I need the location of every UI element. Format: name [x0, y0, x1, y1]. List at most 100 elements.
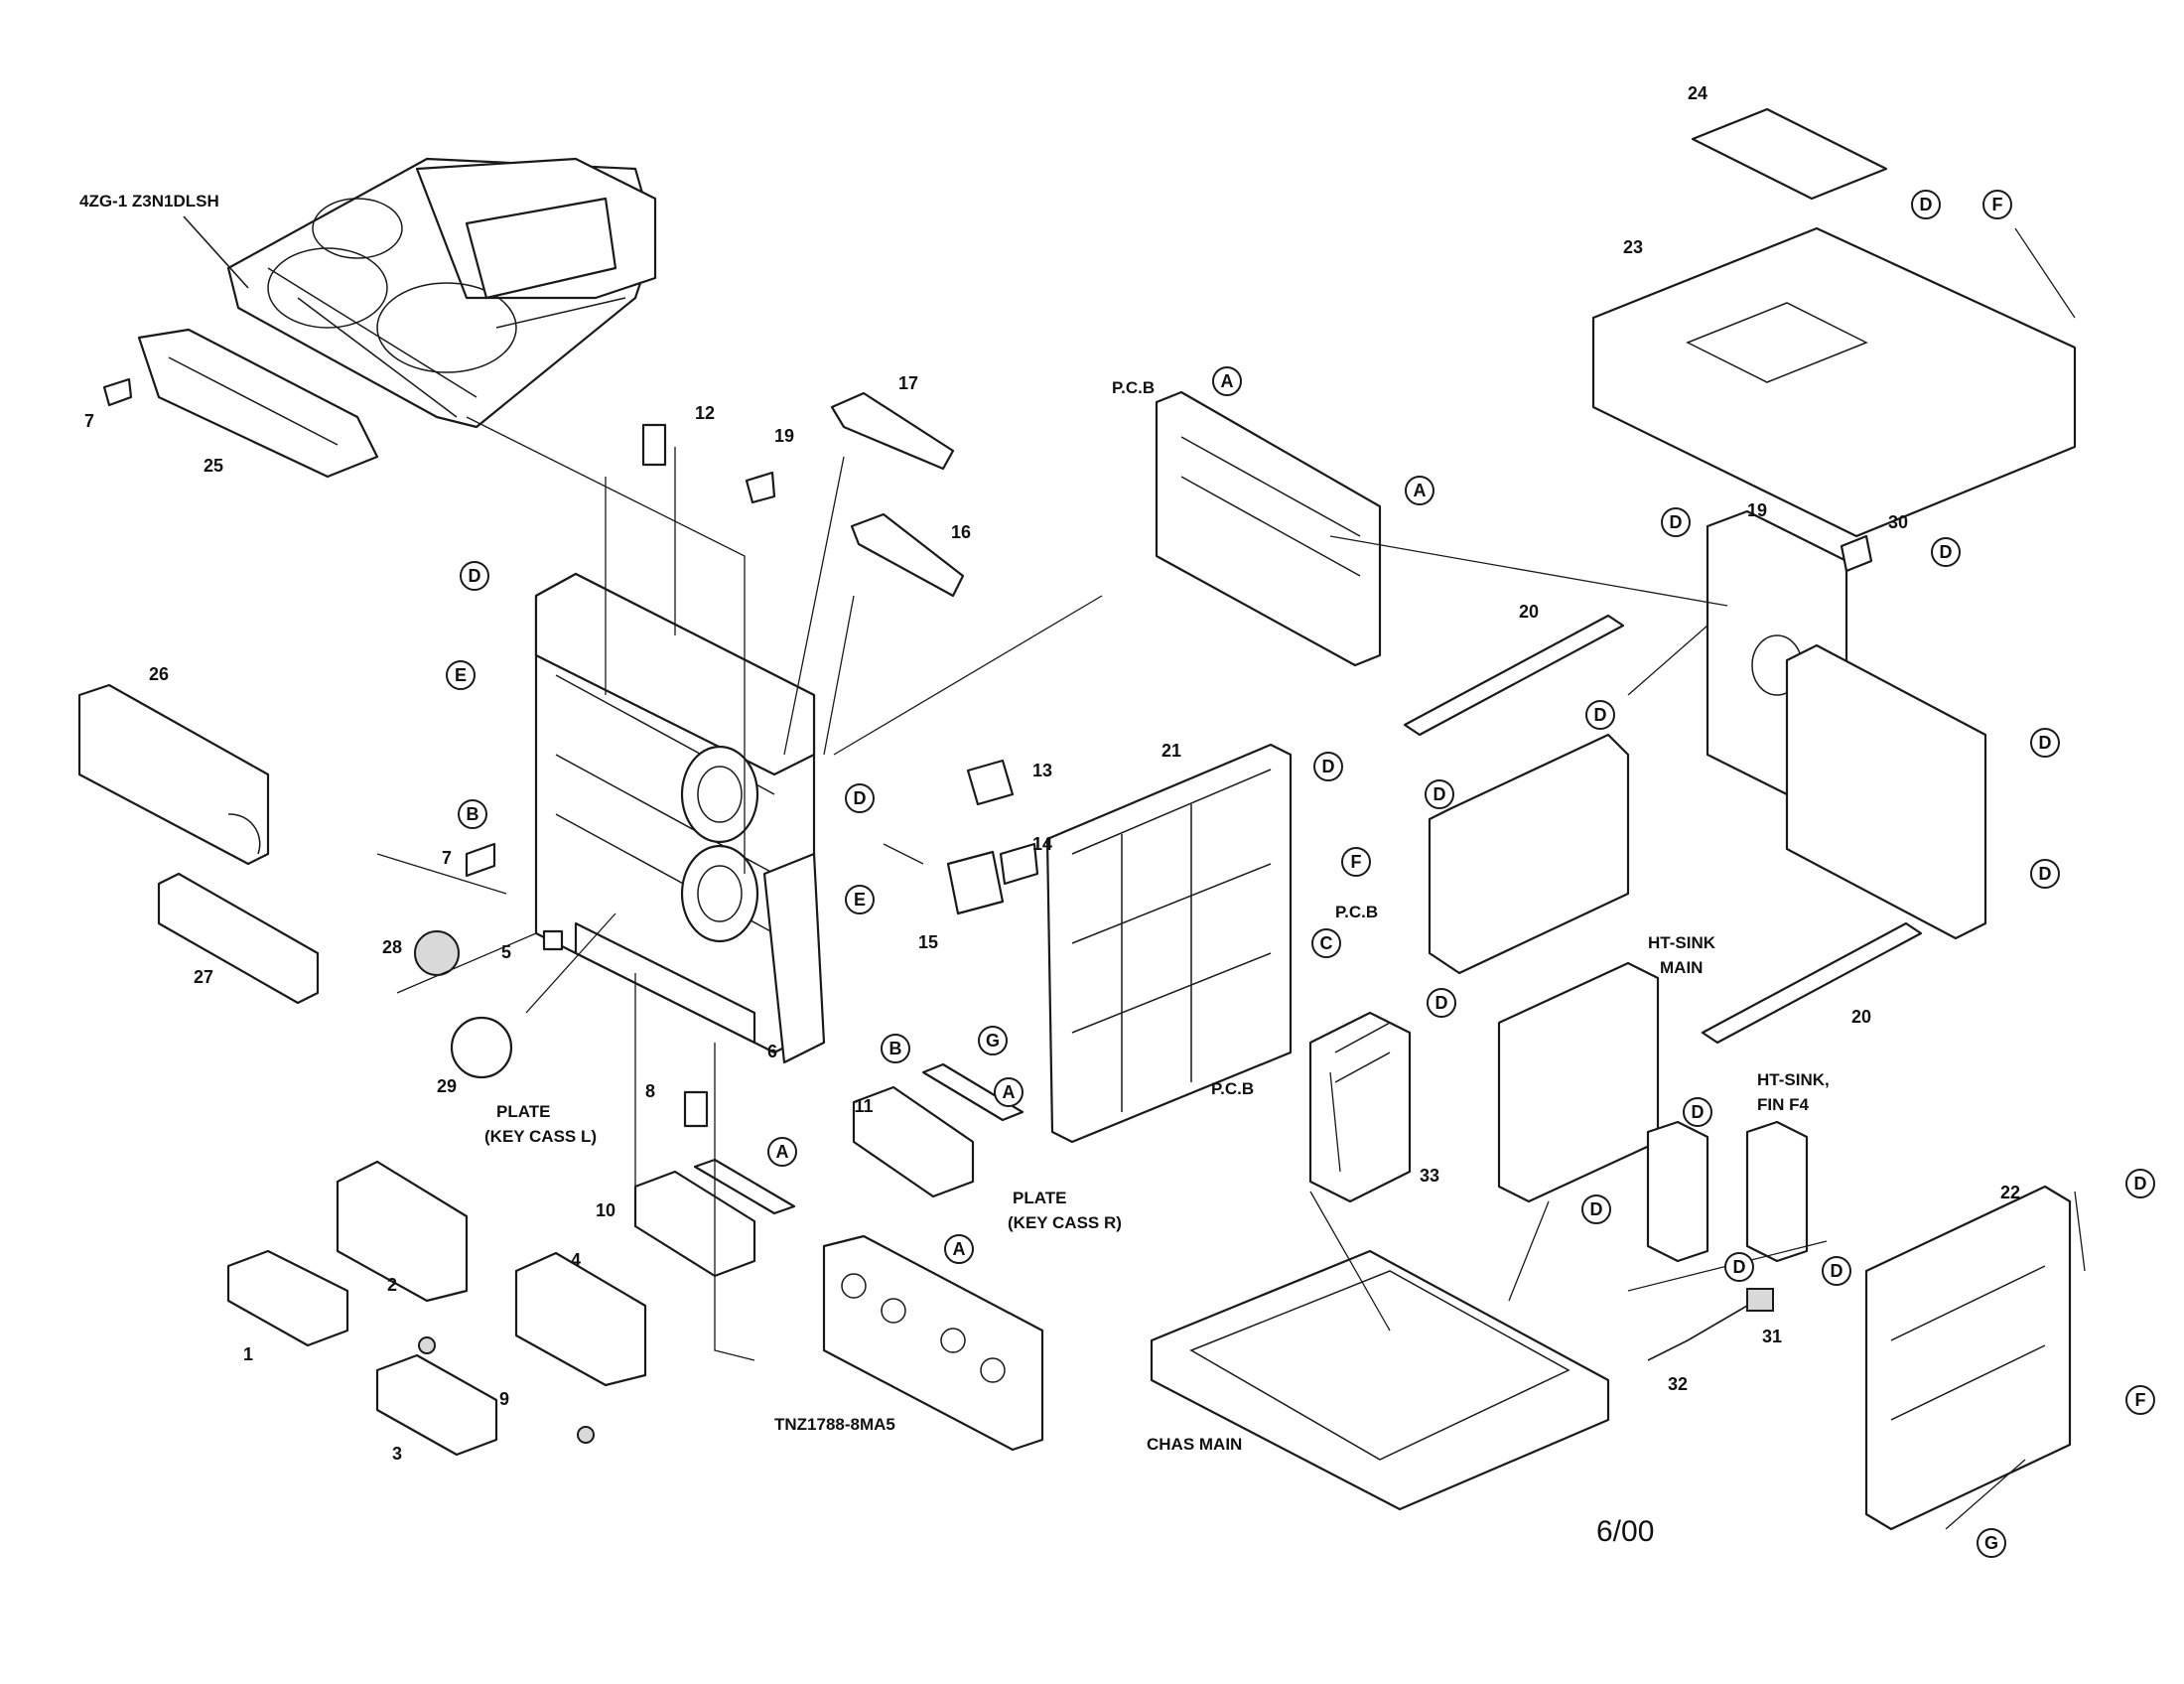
chassis-main-shape	[1150, 1249, 1610, 1511]
callout-D-11: D	[1427, 988, 1456, 1018]
callout-D-14: D	[1724, 1252, 1754, 1282]
label-31: 31	[1762, 1327, 1782, 1346]
label-33: 33	[1420, 1166, 1439, 1186]
svg-text:C: C	[1320, 933, 1333, 953]
label-3: 3	[392, 1444, 402, 1464]
pcb-top-board	[1155, 390, 1382, 667]
part-number-labels: 7 25 12 19 17 16 26 27 7 28 5 29 6 8 13 …	[84, 83, 2020, 1464]
svg-text:D: D	[854, 788, 867, 808]
label-22: 22	[2000, 1183, 2020, 1202]
part-5-button	[542, 929, 564, 951]
svg-text:F: F	[1351, 852, 1362, 872]
plate-key-cass-l-shape	[693, 1158, 796, 1215]
callout-A-3: A	[994, 1077, 1024, 1107]
part-12-switch	[641, 423, 667, 467]
part-8-bracket	[683, 1090, 709, 1128]
callout-E-1: E	[446, 660, 476, 690]
label-23: 23	[1623, 237, 1643, 257]
part-14-part	[999, 842, 1039, 886]
plate-key-cass-r-label-2: (KEY CASS R)	[1008, 1213, 1122, 1232]
connection-callouts: A A A A A B B C D D D D D D D D D D D D …	[446, 190, 2155, 1558]
label-16: 16	[951, 522, 971, 542]
pcb-middle-board	[1428, 733, 1630, 975]
svg-text:D: D	[2039, 733, 2052, 753]
part-9-spring-b	[577, 1426, 595, 1444]
callout-F-2: F	[1341, 847, 1371, 877]
ht-sink-fin-label-2: FIN F4	[1757, 1095, 1809, 1114]
part-28-knob	[414, 930, 460, 976]
callout-D-16: D	[2125, 1169, 2155, 1198]
pcb-label-lower: P.C.B	[1211, 1079, 1254, 1098]
svg-text:D: D	[1322, 757, 1335, 776]
callout-B-2: B	[881, 1034, 910, 1063]
cd-mechanism-leader	[183, 215, 249, 289]
part-9-spring-a	[418, 1336, 436, 1354]
svg-text:G: G	[986, 1031, 1000, 1051]
svg-text:D: D	[1594, 705, 1607, 725]
label-21: 21	[1161, 741, 1181, 761]
svg-text:A: A	[776, 1142, 789, 1162]
svg-text:E: E	[854, 890, 866, 910]
name-labels: P.C.B P.C.B P.C.B PLATE (KEY CASS L) PLA…	[484, 378, 1830, 1548]
svg-text:F: F	[1992, 195, 2003, 214]
right-frame	[1785, 643, 1987, 940]
callout-A-2: A	[1405, 476, 1434, 505]
label-7-top: 7	[84, 411, 94, 431]
svg-text:D: D	[1433, 784, 1446, 804]
label-30: 30	[1888, 512, 1908, 532]
ht-sink-main-label-2: MAIN	[1660, 958, 1703, 977]
label-1: 1	[243, 1344, 253, 1364]
part-31-plug	[1746, 1288, 1774, 1312]
callout-E-2: E	[845, 885, 875, 914]
callout-D-4: D	[1911, 190, 1941, 219]
svg-text:D: D	[1670, 512, 1683, 532]
callout-D-7: D	[1585, 700, 1615, 730]
callout-A-4: A	[767, 1137, 797, 1167]
label-20-lower: 20	[1851, 1007, 1871, 1027]
label-2: 2	[387, 1275, 397, 1295]
plate-key-cass-l-label-1: PLATE	[496, 1102, 550, 1121]
callout-D-1: D	[460, 561, 489, 591]
part-17-connector	[830, 391, 955, 471]
part-24-lid	[1691, 107, 1888, 201]
label-8: 8	[645, 1081, 655, 1101]
callout-D-10: D	[2030, 859, 2060, 889]
callout-D-9: D	[2030, 728, 2060, 758]
svg-text:F: F	[2135, 1390, 2146, 1410]
svg-text:B: B	[467, 804, 479, 824]
callout-D-3: D	[1313, 752, 1343, 781]
label-19-right: 19	[1747, 500, 1767, 520]
svg-text:A: A	[1003, 1082, 1016, 1102]
part-10-keys	[633, 1170, 756, 1278]
svg-text:D: D	[2134, 1174, 2147, 1193]
plate-key-cass-r-label-1: PLATE	[1013, 1189, 1066, 1207]
part-2-holder	[336, 1160, 469, 1303]
callout-D-8: D	[1425, 779, 1454, 809]
cd-mechanism	[226, 157, 657, 429]
callout-D-12: D	[1683, 1097, 1712, 1127]
label-29: 29	[437, 1076, 457, 1096]
label-11: 11	[854, 1096, 873, 1116]
callout-B-1: B	[458, 799, 487, 829]
callout-C-1: C	[1311, 928, 1341, 958]
part-16-connector	[850, 512, 965, 598]
svg-text:B: B	[889, 1039, 902, 1058]
label-12: 12	[695, 403, 715, 423]
ht-sink-main-label-1: HT-SINK	[1648, 933, 1716, 952]
svg-text:D: D	[2039, 864, 2052, 884]
svg-text:D: D	[1940, 542, 1953, 562]
part-7-top-clip	[102, 377, 133, 407]
label-32: 32	[1668, 1374, 1688, 1394]
callout-F-1: F	[1982, 190, 2012, 219]
part-29-knob	[450, 1016, 513, 1079]
part-33-transformer	[1308, 1011, 1412, 1203]
chas-main-label: CHAS MAIN	[1147, 1435, 1242, 1454]
label-26: 26	[149, 664, 169, 684]
part-1-door	[226, 1249, 349, 1347]
connection-lines	[376, 227, 2086, 1530]
part-26-shape	[77, 683, 270, 866]
part-23-top-cover	[1591, 226, 2077, 538]
svg-text:D: D	[1590, 1199, 1603, 1219]
label-15: 15	[918, 932, 938, 952]
part-21-frame	[1045, 743, 1293, 1144]
